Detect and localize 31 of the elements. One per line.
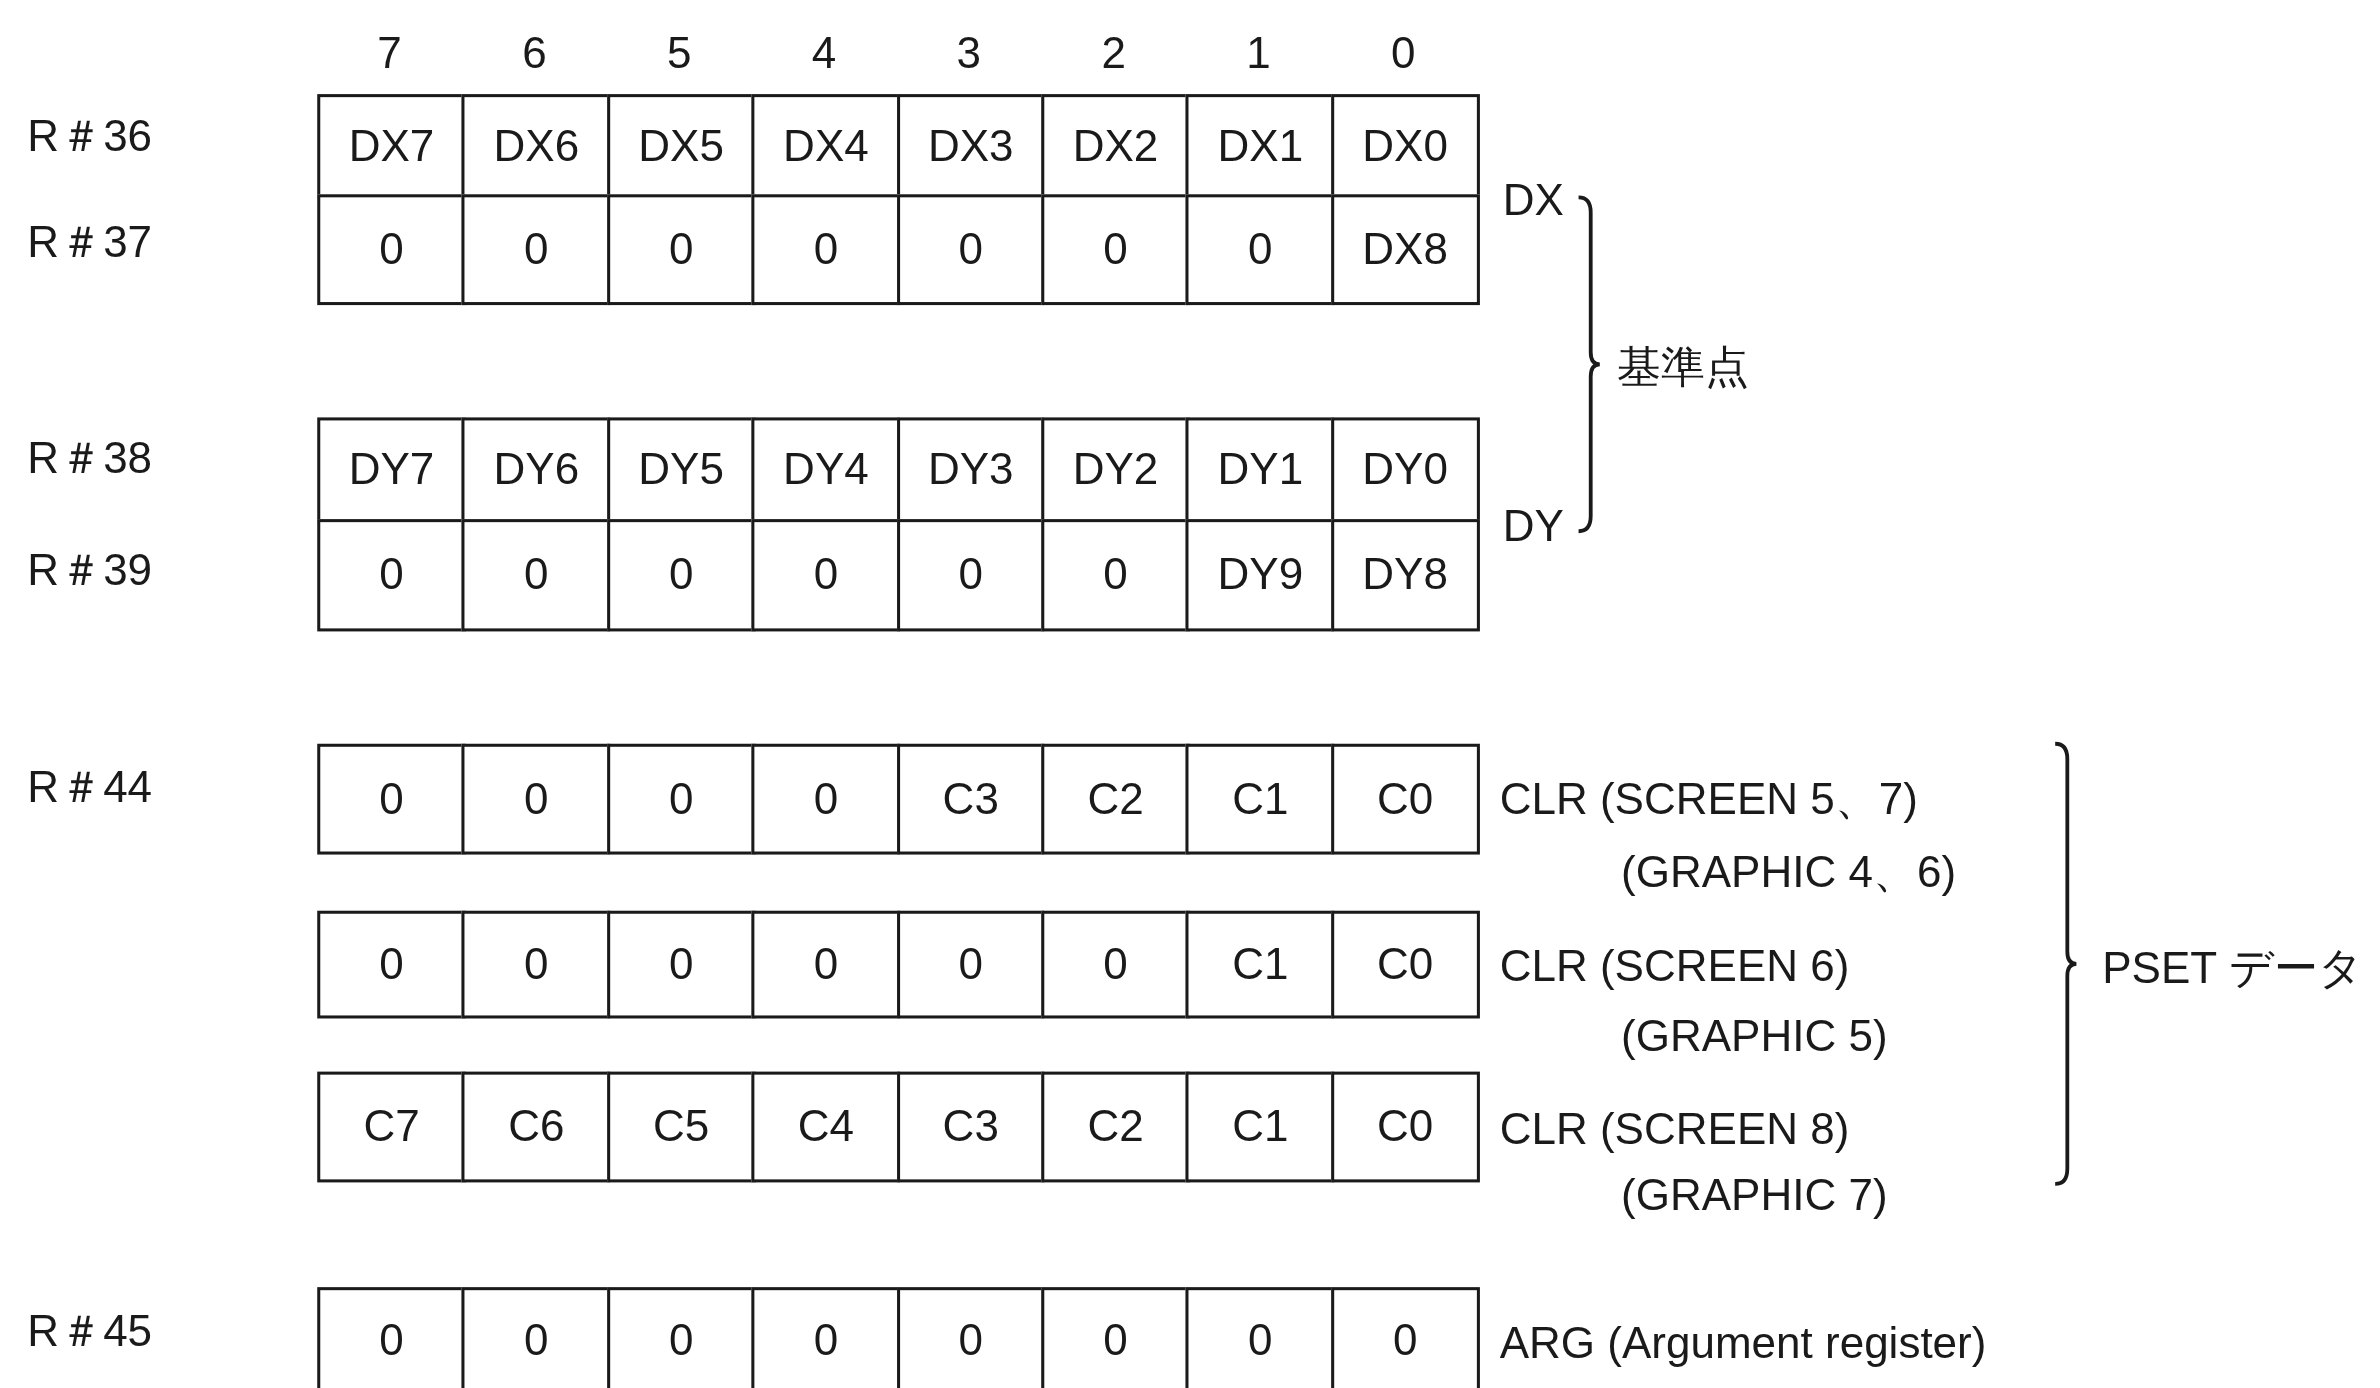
register-cell: C0 [1330, 743, 1480, 854]
bit-number: 4 [811, 31, 837, 76]
field-label: (GRAPHIC 5) [1621, 1014, 1888, 1059]
register-label: R＃39 [27, 548, 153, 593]
register-cell: 0 [1330, 1287, 1480, 1388]
field-label: ARG (Argument register) [1499, 1321, 1987, 1366]
register-label: R＃36 [27, 114, 153, 159]
bit-number: 7 [377, 31, 402, 76]
field-label: CLR (SCREEN 6) [1499, 944, 1850, 989]
register-label: R＃38 [27, 436, 153, 481]
register-label: R＃44 [27, 765, 153, 810]
bit-number: 1 [1246, 31, 1271, 76]
register-cell: DX8 [1330, 194, 1480, 305]
bracket-label: 基準点 [1616, 345, 1749, 390]
field-label: CLR (SCREEN 5、7) [1499, 777, 1918, 822]
register-cell: C0 [1330, 910, 1480, 1018]
register-cell: DY8 [1330, 519, 1480, 631]
bracket-label: PSET データ [2102, 946, 2364, 991]
bit-number: 5 [667, 31, 692, 76]
register-label: R＃37 [27, 220, 153, 265]
field-label: DY [1502, 504, 1564, 549]
field-label: DX [1502, 178, 1564, 223]
field-label: CLR (SCREEN 8) [1499, 1107, 1850, 1152]
bit-number: 0 [1391, 31, 1416, 76]
bit-number: 6 [522, 31, 547, 76]
bit-number: 3 [956, 31, 982, 76]
bit-number: 2 [1101, 31, 1126, 76]
field-label: (GRAPHIC 7) [1621, 1174, 1888, 1219]
register-label: R＃45 [27, 1309, 153, 1354]
register-cell: C0 [1330, 1071, 1480, 1182]
field-label: (GRAPHIC 4、6) [1621, 850, 1957, 895]
